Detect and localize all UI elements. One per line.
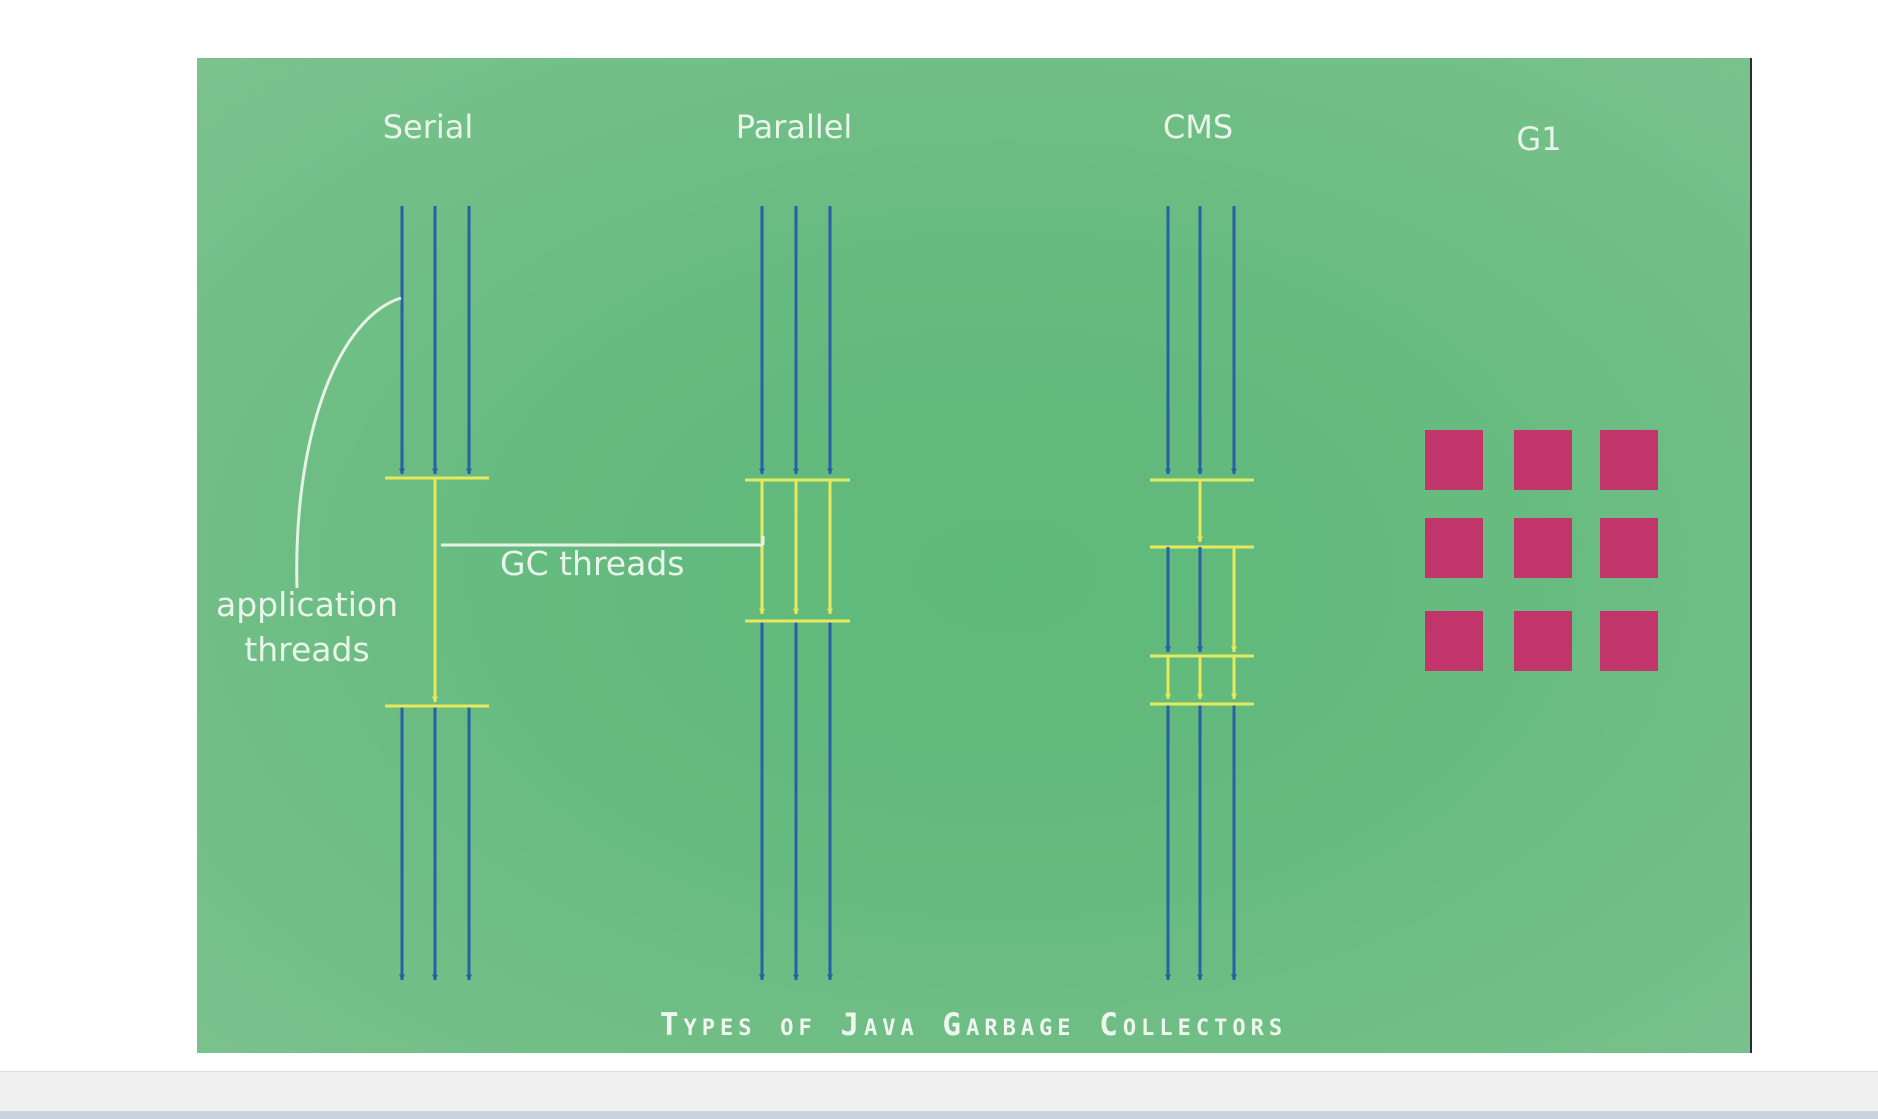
bottom-panel (0, 1071, 1878, 1119)
g1-region-square (1600, 611, 1658, 671)
g1-region-square (1514, 611, 1572, 671)
application-threads-label: application threads (215, 585, 399, 669)
g1-region-square (1514, 430, 1572, 490)
g1-region-square (1425, 611, 1483, 671)
g1-region-square (1425, 518, 1483, 578)
g1-region-square (1514, 518, 1572, 578)
bottom-divider (0, 1111, 1878, 1119)
serial-title: Serial (382, 108, 474, 146)
g1-region-square (1600, 430, 1658, 490)
cms-title: CMS (1162, 108, 1234, 146)
gc-threads-label: GC threads (500, 544, 685, 583)
g1-region-square (1600, 518, 1658, 578)
g1-title: G1 (1516, 120, 1562, 158)
application-threads-leader (295, 296, 402, 589)
parallel-title: Parallel (735, 108, 853, 146)
diagram-canvas (295, 206, 1658, 981)
diagram-slide: Serial Parallel CMS G1 application threa… (197, 58, 1752, 1053)
g1-region-square (1425, 430, 1483, 490)
slide-caption: Types of Java Garbage Collectors (659, 1007, 1288, 1043)
